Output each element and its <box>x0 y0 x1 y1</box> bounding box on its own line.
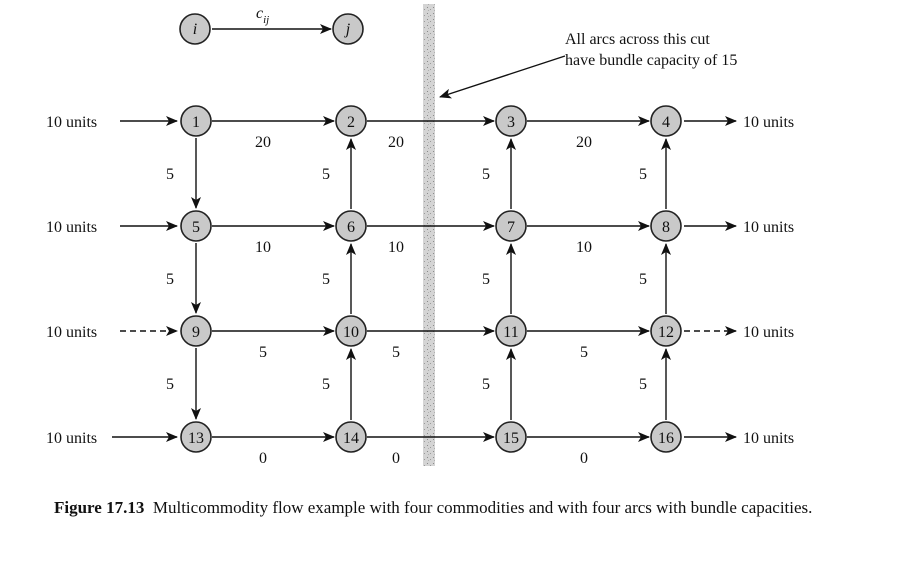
legend: i j cij <box>179 5 364 45</box>
node-10-label: 10 <box>343 324 359 341</box>
cap-7-3: 5 <box>482 166 490 183</box>
cap-6-7: 10 <box>388 239 404 256</box>
node-6 <box>335 210 367 242</box>
legend-arc-label-main: c <box>256 5 263 22</box>
vertical-capacity-labels: 5 5 5 5 5 5 5 5 5 5 5 5 <box>166 166 647 393</box>
supply-label-row-3: 10 units <box>46 324 97 341</box>
node-7-label: 7 <box>507 219 515 236</box>
node-12 <box>650 315 682 347</box>
annotation-line-2: have bundle capacity of 15 <box>565 52 737 69</box>
cap-14-10: 5 <box>322 376 330 393</box>
supply-arrows <box>112 116 178 442</box>
node-2-label: 2 <box>347 114 355 131</box>
cap-3-4: 20 <box>576 134 592 151</box>
node-12-label: 12 <box>658 324 674 341</box>
cap-15-11: 5 <box>482 376 490 393</box>
legend-arc-label-sub: ij <box>263 14 269 26</box>
node-1-label: 1 <box>192 114 200 131</box>
node-14-label: 14 <box>343 430 359 447</box>
cap-12-8: 5 <box>639 271 647 288</box>
demand-label-row-4: 10 units <box>743 430 794 447</box>
multicommodity-network-diagram: i j cij All arcs across this cut have bu… <box>46 4 794 467</box>
node-5 <box>180 210 212 242</box>
cap-9-13: 5 <box>166 376 174 393</box>
demand-label-row-1: 10 units <box>743 114 794 131</box>
node-1 <box>180 105 212 137</box>
supply-label-row-1: 10 units <box>46 114 97 131</box>
supply-labels: 10 units 10 units 10 units 10 units <box>46 114 97 447</box>
nodes: 1 2 3 4 5 6 7 8 9 10 11 12 13 14 15 16 <box>180 105 682 453</box>
node-16 <box>650 421 682 453</box>
supply-label-row-2: 10 units <box>46 219 97 236</box>
node-6-label: 6 <box>347 219 355 236</box>
node-16-label: 16 <box>658 430 674 447</box>
demand-label-row-3: 10 units <box>743 324 794 341</box>
node-15 <box>495 421 527 453</box>
horizontal-arcs <box>212 116 650 442</box>
annotation-pointer <box>439 55 566 99</box>
vertical-arcs <box>191 138 671 420</box>
cap-11-7: 5 <box>482 271 490 288</box>
cap-1-5: 5 <box>166 166 174 183</box>
node-11 <box>495 315 527 347</box>
cap-13-14: 0 <box>259 450 267 467</box>
node-11-label: 11 <box>503 324 518 341</box>
legend-node-i <box>179 13 211 45</box>
node-8-label: 8 <box>662 219 670 236</box>
cap-10-11: 5 <box>392 344 400 361</box>
cap-15-16: 0 <box>580 450 588 467</box>
cap-7-8: 10 <box>576 239 592 256</box>
annotation-line-1: All arcs across this cut <box>565 31 710 48</box>
node-5-label: 5 <box>192 219 200 236</box>
cut-band <box>423 4 435 466</box>
node-15-label: 15 <box>503 430 519 447</box>
caption-text: Multicommodity flow example with four co… <box>152 498 813 517</box>
node-8 <box>650 210 682 242</box>
node-9 <box>180 315 212 347</box>
figure-caption: Figure 17.13 Multicommodity flow example… <box>54 496 844 519</box>
cap-8-4: 5 <box>639 166 647 183</box>
node-3-label: 3 <box>507 114 515 131</box>
node-14 <box>335 421 367 453</box>
supply-label-row-4: 10 units <box>46 430 97 447</box>
demand-labels: 10 units 10 units 10 units 10 units <box>743 114 794 447</box>
cap-5-6: 10 <box>255 239 271 256</box>
legend-node-j-label: j <box>344 21 351 38</box>
cap-5-9: 5 <box>166 271 174 288</box>
node-7 <box>495 210 527 242</box>
cap-11-12: 5 <box>580 344 588 361</box>
cut-annotation: All arcs across this cut have bundle cap… <box>439 31 737 99</box>
node-13-label: 13 <box>188 430 204 447</box>
node-3 <box>495 105 527 137</box>
node-10 <box>335 315 367 347</box>
demand-arrows <box>684 116 737 442</box>
cap-6-2: 5 <box>322 166 330 183</box>
cap-9-10: 5 <box>259 344 267 361</box>
cap-2-3: 20 <box>388 134 404 151</box>
node-4-label: 4 <box>662 114 670 131</box>
node-9-label: 9 <box>192 324 200 341</box>
horizontal-capacity-labels: 20 20 20 10 10 10 5 5 5 0 0 0 <box>255 134 592 467</box>
node-4 <box>650 105 682 137</box>
legend-node-i-label: i <box>193 21 197 38</box>
cap-16-12: 5 <box>639 376 647 393</box>
cap-10-6: 5 <box>322 271 330 288</box>
caption-title: Figure 17.13 <box>54 498 145 517</box>
demand-label-row-2: 10 units <box>743 219 794 236</box>
cap-1-2: 20 <box>255 134 271 151</box>
node-2 <box>335 105 367 137</box>
cap-14-15: 0 <box>392 450 400 467</box>
legend-node-j <box>332 13 364 45</box>
node-13 <box>180 421 212 453</box>
legend-arc-label: cij <box>256 5 269 26</box>
